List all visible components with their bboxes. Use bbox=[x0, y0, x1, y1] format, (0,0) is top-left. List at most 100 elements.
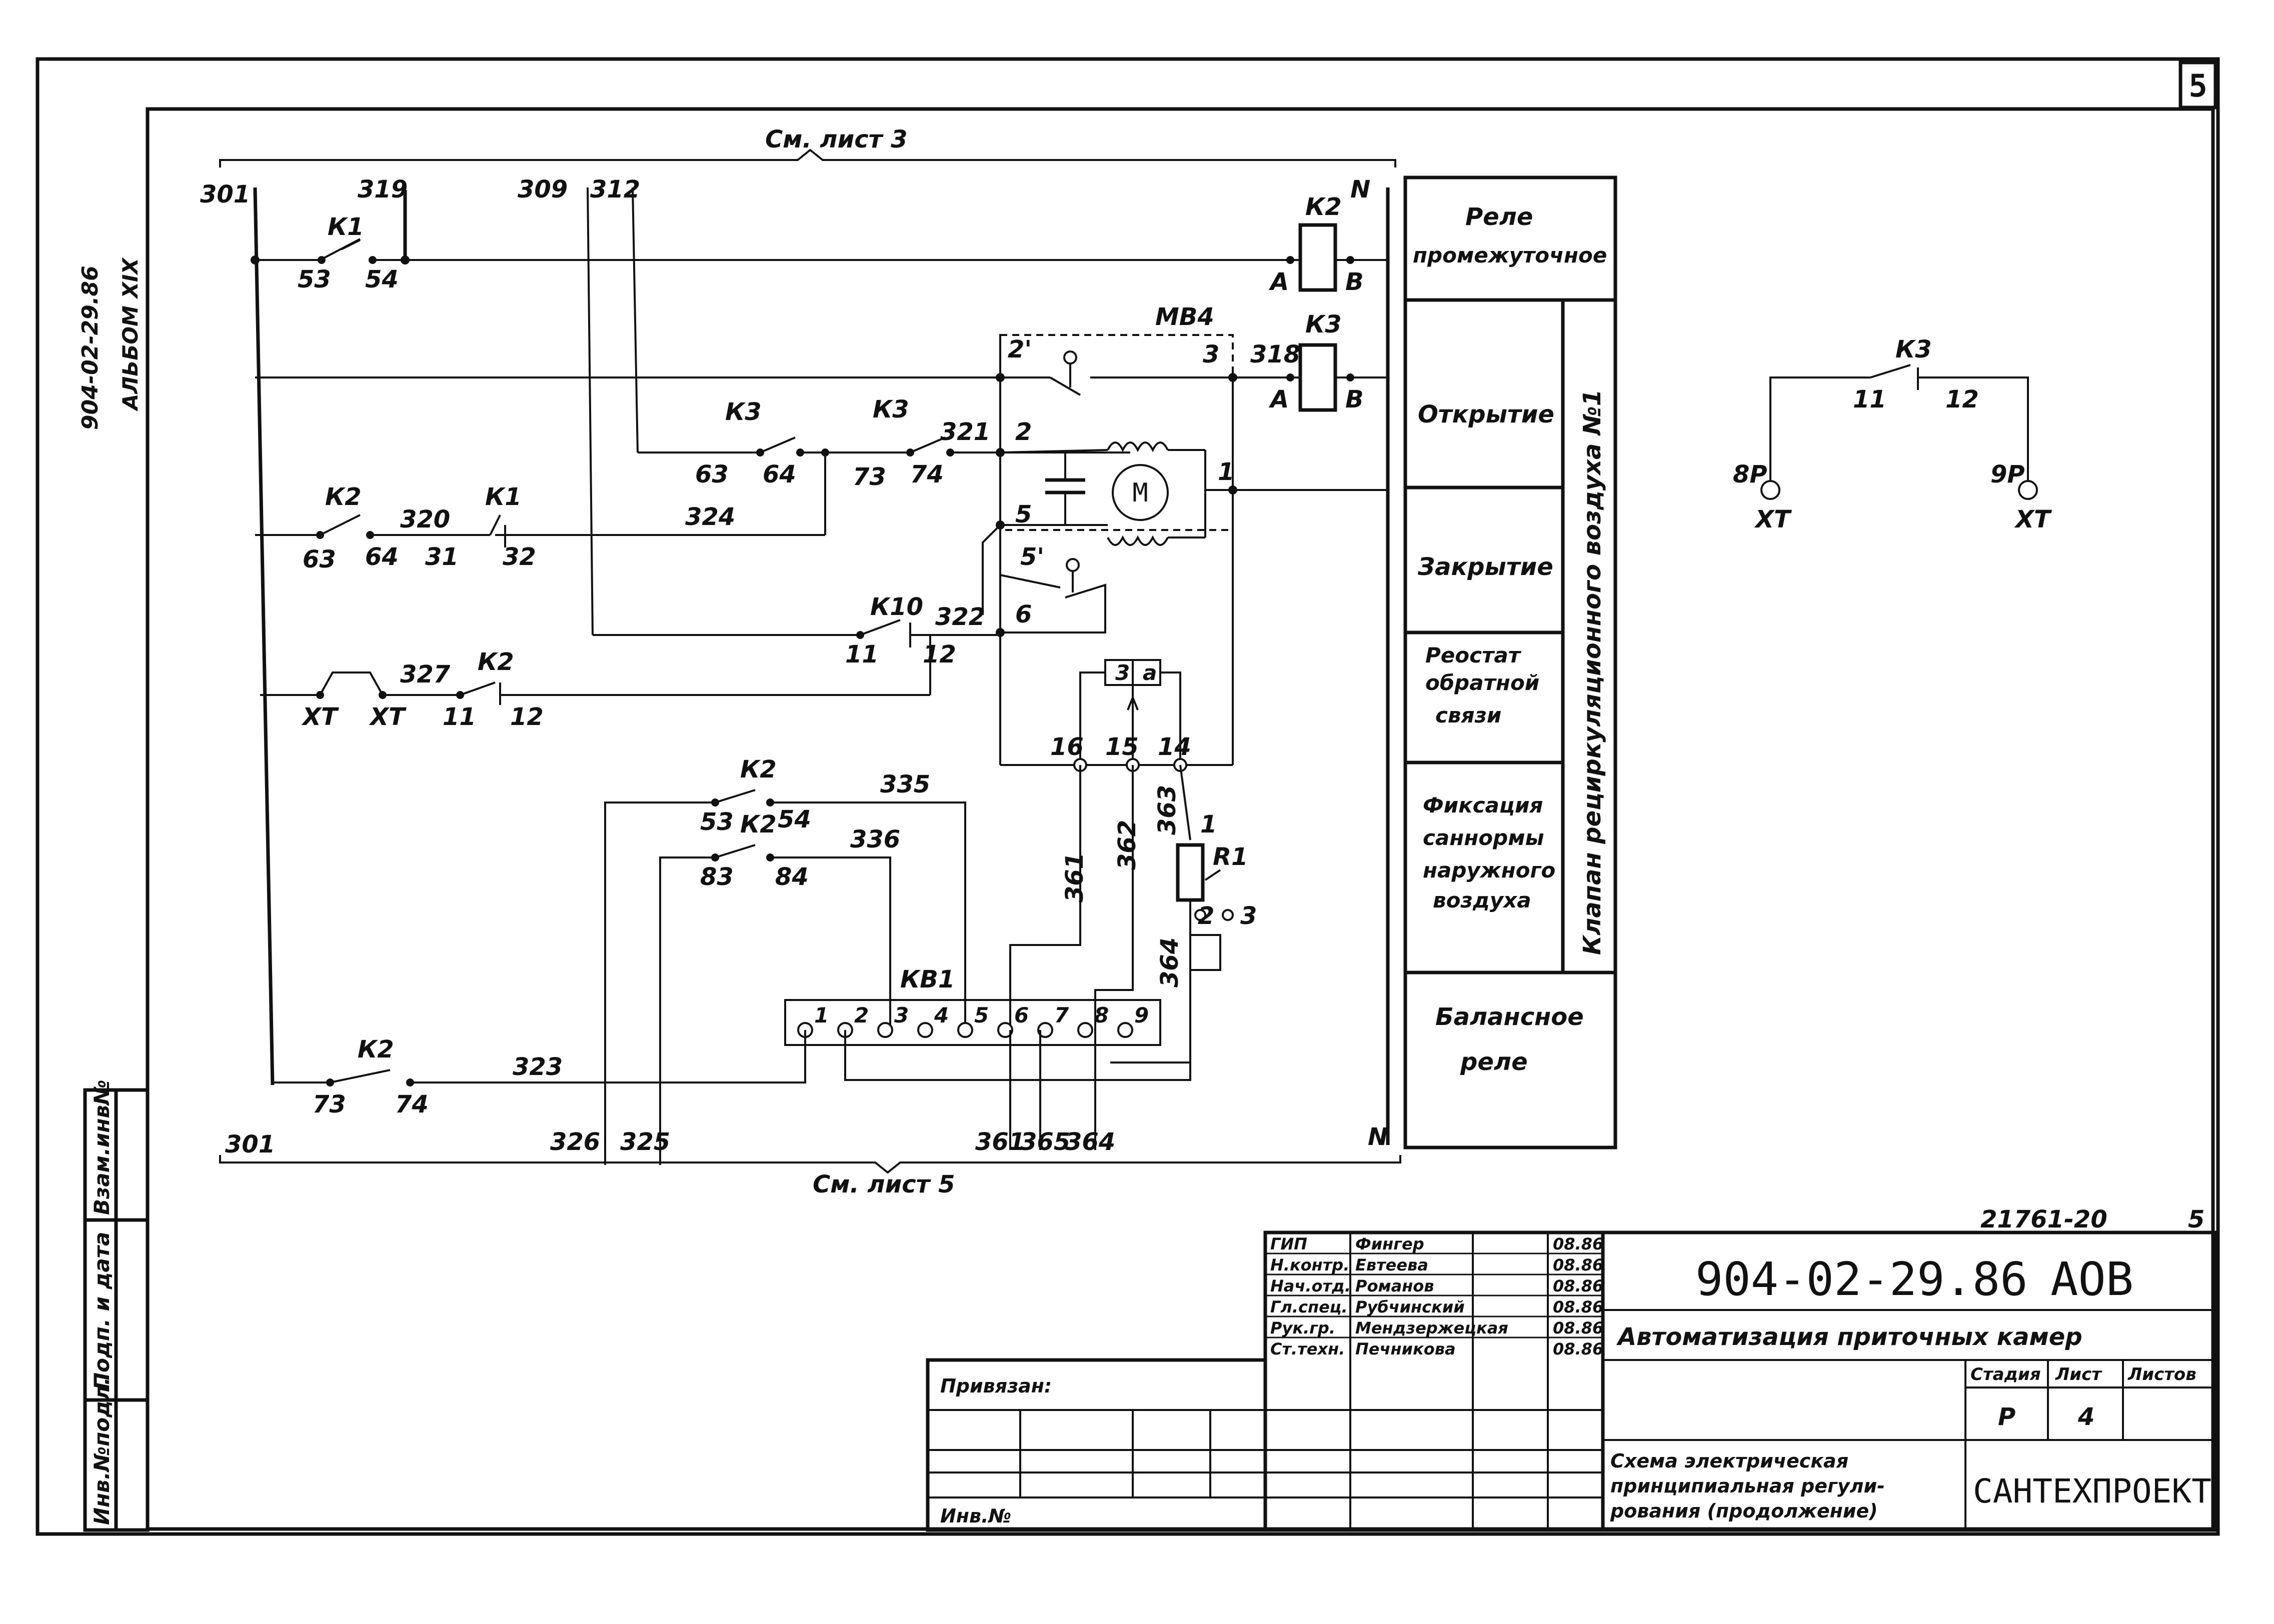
inv-label: Инв.№ bbox=[940, 1505, 1011, 1527]
wire-362-label: 362 bbox=[1113, 820, 1141, 870]
staff-date: 08.86 bbox=[1553, 1276, 1603, 1296]
wire-322: 322 bbox=[935, 603, 985, 631]
ref-top: См. лист 3 bbox=[765, 126, 908, 154]
wire-325 bbox=[659, 856, 715, 1165]
bus-301 bbox=[253, 187, 275, 1086]
node bbox=[766, 798, 774, 806]
contact-k3-a bbox=[760, 436, 796, 454]
limit-5p-blade bbox=[1000, 574, 1061, 588]
node bbox=[326, 1078, 334, 1086]
k2-coil-a: А bbox=[1268, 268, 1289, 296]
k2e-label: К2 bbox=[358, 1036, 394, 1064]
k3-coil-label: К3 bbox=[1305, 310, 1342, 338]
kb1-terminal bbox=[1117, 1022, 1133, 1038]
staff-name: Евтеева bbox=[1355, 1256, 1428, 1274]
pin-15: 15 bbox=[1105, 733, 1139, 761]
legend-bal-2: реле bbox=[1460, 1048, 1528, 1076]
outer-frame bbox=[36, 57, 2220, 1536]
limit-switch-knob bbox=[1063, 350, 1077, 364]
kb1-label: КВ1 bbox=[900, 966, 955, 994]
k2b-pin-12: 12 bbox=[510, 703, 544, 731]
k2d-label: К2 bbox=[740, 810, 777, 838]
tb-stage: Р bbox=[1998, 1403, 2015, 1431]
wire-336 bbox=[770, 856, 891, 1030]
wire-321: 321 bbox=[940, 418, 990, 446]
node bbox=[401, 256, 410, 264]
kb1-terminal bbox=[957, 1022, 973, 1038]
node bbox=[251, 256, 260, 264]
r1-term-3 bbox=[1222, 909, 1234, 921]
node bbox=[756, 448, 764, 456]
kb1-strip bbox=[784, 999, 1161, 1046]
staff-role: Рук.гр. bbox=[1270, 1318, 1335, 1338]
mb4-pin-1: 1 bbox=[1218, 458, 1234, 486]
mb4-frame bbox=[999, 334, 1234, 531]
wire-324: 324 bbox=[685, 503, 735, 531]
mb4-pin-2: 2 bbox=[1015, 418, 1032, 446]
node bbox=[456, 691, 464, 699]
limit-5p-return bbox=[1000, 584, 1106, 634]
kb1-terminal bbox=[877, 1022, 893, 1038]
staff-name: Мендзержецкая bbox=[1355, 1318, 1508, 1338]
xt-jumper bbox=[319, 672, 384, 696]
sheet-number-box bbox=[2178, 60, 2217, 110]
pin-16: 16 bbox=[1050, 733, 1084, 761]
staff-name: Фингер bbox=[1355, 1234, 1424, 1254]
staff-name: Рубчинский bbox=[1355, 1298, 1465, 1316]
out-361-label: 361 bbox=[975, 1128, 1025, 1156]
contact-k2-a bbox=[320, 514, 361, 536]
aux-terminal-8p bbox=[1760, 480, 1780, 500]
r1-loop bbox=[1190, 934, 1221, 971]
node bbox=[1346, 256, 1354, 264]
r1-label: R1 bbox=[1213, 843, 1248, 871]
staff-role: Ст.техн. bbox=[1270, 1340, 1345, 1358]
legend-rheo-3: связи bbox=[1435, 703, 1501, 728]
tb-sheets-hdr: Листов bbox=[2127, 1364, 2196, 1384]
k3-coil-b: В bbox=[1345, 386, 1364, 414]
node bbox=[766, 854, 774, 862]
wire-319-label: 319 bbox=[358, 176, 408, 204]
kb1-terminal bbox=[1037, 1022, 1053, 1038]
k1b-pin-32: 32 bbox=[503, 543, 536, 571]
staff-name: Романов bbox=[1355, 1276, 1434, 1296]
tb-section: АОВ bbox=[2050, 1252, 2133, 1306]
wire-335 bbox=[770, 802, 966, 1030]
aux-k3-label: К3 bbox=[1895, 336, 1932, 364]
wire-320: 320 bbox=[400, 506, 450, 534]
staff-role: ГИП bbox=[1270, 1234, 1307, 1254]
staff-role: Гл.спец. bbox=[1270, 1298, 1348, 1316]
aux-pin-12: 12 bbox=[1945, 386, 1979, 414]
legend-rheo-1: Реостат bbox=[1425, 643, 1522, 668]
k3a-pin-64: 64 bbox=[763, 460, 796, 488]
k3b-pin-74: 74 bbox=[910, 460, 944, 488]
k2-coil-label: К2 bbox=[1305, 193, 1342, 221]
wire-312 bbox=[587, 187, 594, 636]
k2a-label: К2 bbox=[325, 483, 362, 511]
kb1-terminal bbox=[997, 1022, 1013, 1038]
out-325: 325 bbox=[620, 1128, 670, 1156]
node bbox=[316, 691, 324, 699]
box-a: а bbox=[1143, 660, 1157, 685]
kb1-pin-label: 9 bbox=[1134, 1003, 1149, 1028]
kb1-pin-label: 7 bbox=[1054, 1003, 1069, 1028]
aux-contact-blade bbox=[1870, 364, 1911, 378]
kb1-pin-label: 5 bbox=[974, 1003, 989, 1028]
staff-role: Н.контр. bbox=[1270, 1256, 1349, 1274]
node bbox=[1286, 256, 1294, 264]
wire-309 bbox=[632, 187, 639, 453]
k1b-pin-31: 31 bbox=[425, 543, 459, 571]
side-label-2: Подп. и дата bbox=[90, 1232, 114, 1390]
linked-frame bbox=[926, 1358, 1267, 1532]
wire-336-label: 336 bbox=[850, 826, 900, 854]
k2b-pin-11: 11 bbox=[443, 703, 476, 731]
tb-stage-hdr: Стадия bbox=[1970, 1364, 2041, 1384]
contact-k2-e bbox=[330, 1069, 391, 1084]
node bbox=[316, 531, 324, 539]
staff-date: 08.86 bbox=[1553, 1234, 1603, 1254]
ref-bottom: См. лист 5 bbox=[813, 1170, 955, 1198]
tb-desc-3: рования (продолжение) bbox=[1610, 1500, 1878, 1522]
out-326: 326 bbox=[550, 1128, 600, 1156]
out-365-label: 365 bbox=[1020, 1128, 1070, 1156]
